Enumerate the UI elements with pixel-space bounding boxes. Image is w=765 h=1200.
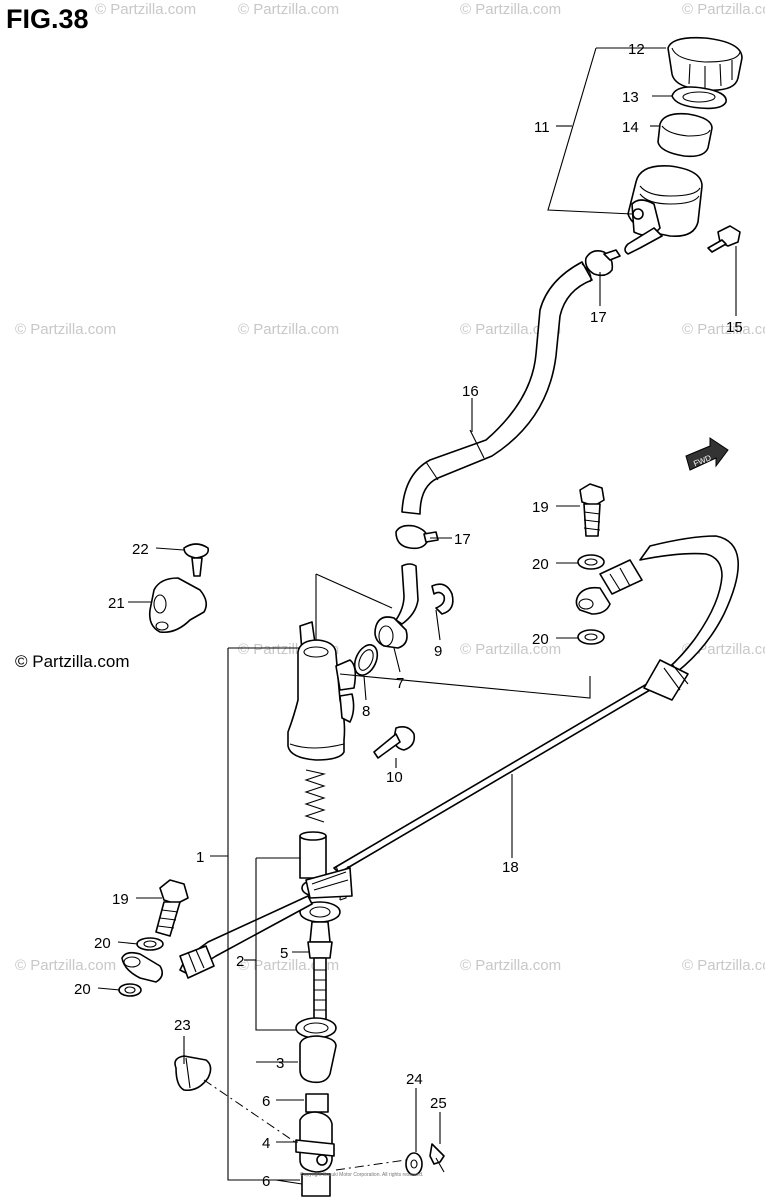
push-rod-boot (299, 901, 341, 923)
watermark: © Partzilla.com (95, 1, 196, 18)
clevis-pin (174, 1055, 212, 1092)
diaphragm (657, 112, 713, 158)
guide-screw (183, 543, 210, 577)
piston-spring (304, 769, 327, 823)
push-rod-circlip (295, 1017, 337, 1039)
master-cylinder-bolt (373, 726, 416, 759)
callout-20: 20 (532, 631, 549, 648)
watermark: © Partzilla.com (460, 321, 561, 338)
callout-24: 24 (406, 1071, 423, 1088)
callout-18: 18 (502, 859, 519, 876)
callout-7: 7 (396, 675, 404, 692)
copyright-notice: Copyright Suzuki Motor Corporation. All … (300, 1172, 424, 1178)
brake-hose (121, 535, 740, 983)
figure-title: FIG.38 (6, 4, 89, 34)
reservoir-hose (401, 261, 593, 515)
callout-9: 9 (434, 643, 442, 660)
callout-14: 14 (622, 119, 639, 136)
reservoir-cap (667, 36, 743, 92)
washer-upper-b (577, 629, 605, 645)
push-rod-nut (299, 1035, 337, 1084)
fwd-arrow-icon: FWD (685, 437, 729, 471)
callout-19: 19 (532, 499, 549, 516)
callout-labels: 1 2 3 4 5 6 6 7 8 9 10 11 12 13 14 15 16… (74, 41, 743, 1190)
watermark: © Partzilla.com (238, 1, 339, 18)
washer-24 (405, 1152, 423, 1176)
banjo-bolt-upper (579, 483, 605, 537)
o-ring (353, 644, 379, 676)
callout-25: 25 (430, 1095, 447, 1112)
reservoir-tank (624, 165, 703, 255)
push-rod (307, 921, 333, 1021)
callout-5: 5 (280, 945, 288, 962)
master-cylinder (287, 621, 357, 761)
circlip (431, 583, 454, 615)
callout-10: 10 (386, 769, 403, 786)
watermark: © Partzilla.com (682, 957, 765, 974)
watermark: © Partzilla.com (460, 957, 561, 974)
callout-12: 12 (628, 41, 645, 58)
washer-lower-a (136, 937, 164, 951)
watermark: © Partzilla.com (15, 957, 116, 974)
callout-3: 3 (276, 1055, 284, 1072)
callout-11: 11 (534, 119, 550, 136)
callout-13: 13 (622, 89, 639, 106)
reservoir-bolt (707, 225, 741, 253)
callout-2: 2 (236, 953, 244, 970)
center-lines (203, 1079, 407, 1171)
callout-21: 21 (108, 595, 125, 612)
watermark: © Partzilla.com (682, 321, 765, 338)
callout-17: 17 (590, 309, 607, 326)
lock-nut-lower (301, 1173, 331, 1197)
watermark: © Partzilla.com (460, 1, 561, 18)
watermark: © Partzilla.com (682, 1, 765, 18)
callout-20: 20 (74, 981, 91, 998)
watermark: © Partzilla.com (460, 641, 561, 658)
callout-19: 19 (112, 891, 129, 908)
hose-clamp-lower (395, 524, 439, 550)
callout-22: 22 (132, 541, 149, 558)
watermark: © Partzilla.com (238, 321, 339, 338)
callout-4: 4 (262, 1135, 270, 1152)
banjo-bolt-lower (155, 879, 189, 937)
watermark: © Partzilla.com (15, 321, 116, 338)
callout-17: 17 (454, 531, 471, 548)
callout-6: 6 (262, 1173, 270, 1190)
callout-20: 20 (94, 935, 111, 952)
washer-upper-a (577, 554, 605, 570)
callout-20: 20 (532, 556, 549, 573)
callout-1: 1 (196, 849, 204, 866)
partzilla-credit: © Partzilla.com (15, 652, 130, 671)
watermark-layer: © Partzilla.com © Partzilla.com © Partzi… (15, 1, 765, 974)
callout-15: 15 (726, 319, 743, 336)
cotter-pin (429, 1143, 445, 1173)
washer-lower-b (118, 983, 142, 997)
clevis (295, 1111, 335, 1173)
leader-lines (97, 47, 737, 1185)
callout-16: 16 (462, 383, 479, 400)
callout-23: 23 (174, 1017, 191, 1034)
hose-fitting (374, 563, 419, 649)
callout-6: 6 (262, 1093, 270, 1110)
diaphragm-plate (671, 86, 727, 110)
callout-8: 8 (362, 703, 370, 720)
hose-guide (148, 577, 208, 634)
hose-clamp-upper (584, 249, 621, 277)
lock-nut-upper (305, 1093, 329, 1113)
